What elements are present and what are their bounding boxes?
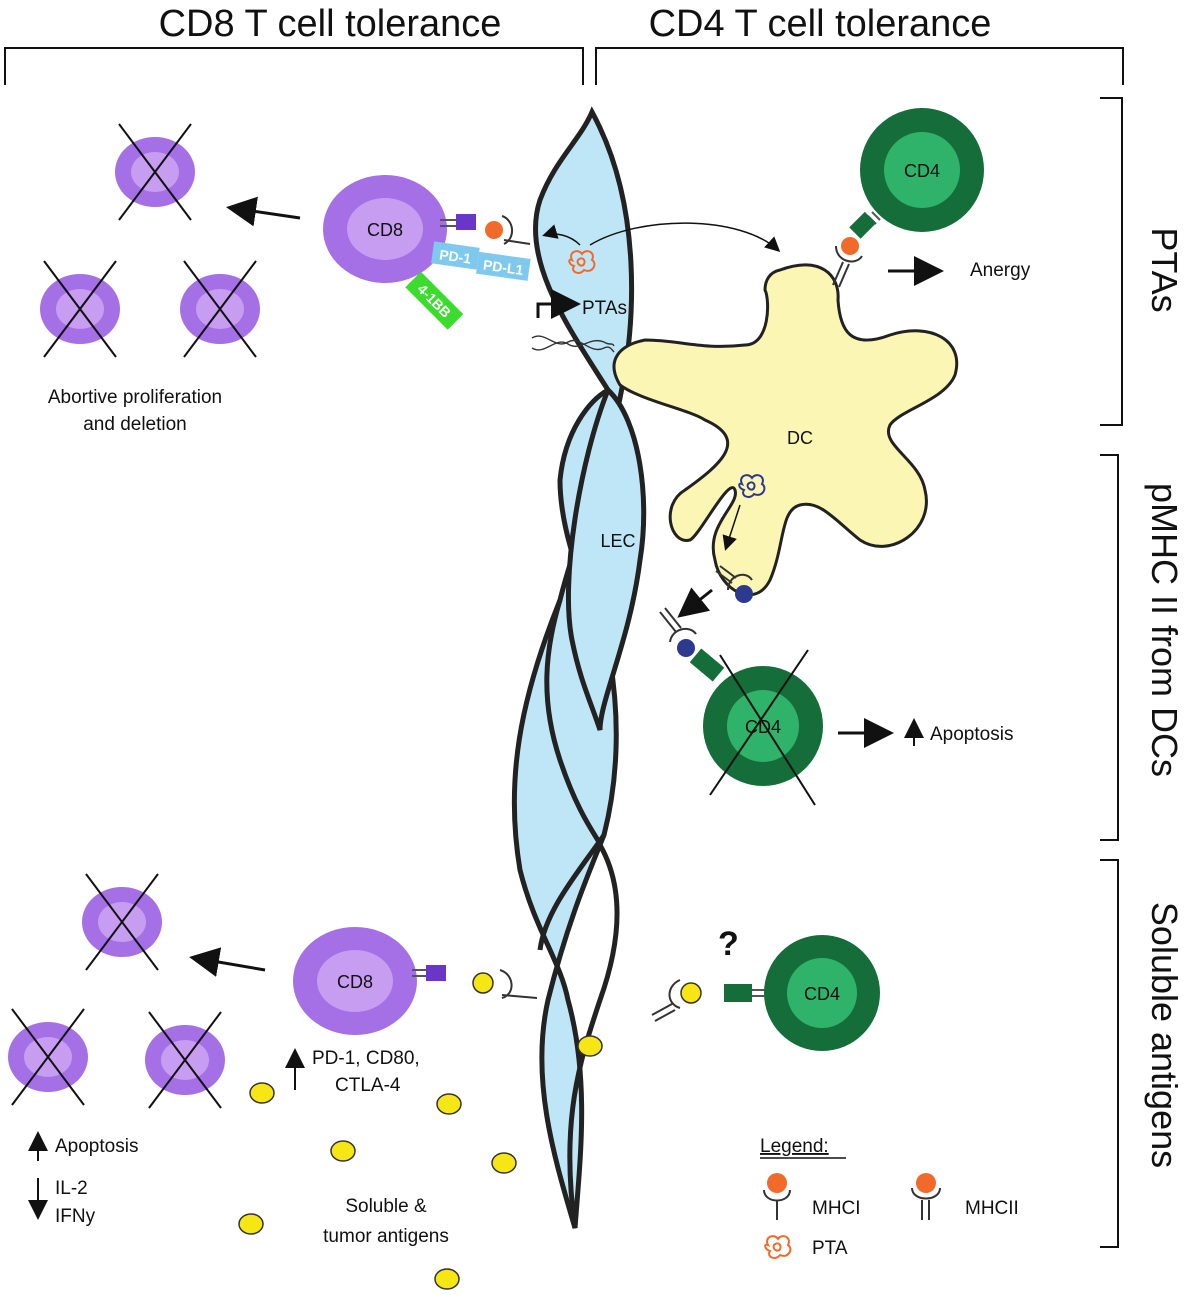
lec-strands <box>511 106 647 1229</box>
dead-cd8-cell <box>81 873 163 971</box>
cd8-header-bracket <box>4 47 584 85</box>
abortive-text-line2: and deletion <box>83 414 187 435</box>
cd4-cell-top <box>860 108 984 232</box>
dead-cd8-cell <box>179 260 261 358</box>
legend-mhcii-label: MHCII <box>965 1198 1019 1219</box>
cd8-label-bottom: CD8 <box>337 972 373 992</box>
transfer-arrow <box>677 587 713 618</box>
apoptosis-label-mid: Apoptosis <box>930 724 1013 745</box>
bottom-cd8-outcome-arrow <box>189 947 266 977</box>
dna-helix <box>531 335 615 353</box>
pd1-label: PD-1 <box>438 246 472 266</box>
tcr-icon-cd4-mid <box>689 648 725 682</box>
abortive-text-line1: Abortive proliferation <box>48 387 222 408</box>
antigen-orange-top <box>485 221 503 239</box>
soluble-section-label: Soluble antigens <box>1144 902 1185 1168</box>
cd8-label-top: CD8 <box>367 220 403 240</box>
mhci-bottom <box>499 969 513 999</box>
pta-to-mhci-arrow <box>542 224 581 246</box>
mhcii-lec <box>659 607 697 657</box>
mhcii-dc <box>715 565 753 603</box>
cd8-cell-top <box>323 175 447 283</box>
soluble-text-line1: Soluble & <box>345 1196 427 1217</box>
mhcii-lec-bottom <box>651 979 702 1022</box>
legend-mhcii-icon <box>911 1173 941 1220</box>
ifny-label: IFNy <box>55 1206 96 1227</box>
dead-cd8-cell <box>144 1011 226 1109</box>
question-mark: ? <box>718 925 739 963</box>
ptas-section-label: PTAs <box>1144 227 1185 312</box>
dc-internal-arrow <box>722 504 741 551</box>
cd4-label-mid: CD4 <box>745 717 781 737</box>
mhci-top <box>501 215 513 245</box>
cd4-header-bracket <box>595 47 1124 85</box>
tcr-icon-bottom <box>426 965 446 981</box>
legend-mhci-icon <box>763 1173 791 1220</box>
pmhc-section-label: pMHC II from DCs <box>1144 483 1185 777</box>
legend-mhci-label: MHCI <box>812 1198 861 1219</box>
pmhc-bracket <box>1100 454 1119 841</box>
cd4-cell-mid <box>703 649 823 806</box>
dead-cd8-cell <box>39 260 121 358</box>
ptas-bracket <box>1100 97 1123 426</box>
soluble-antigen <box>472 972 494 994</box>
ptas-gene-label: PTAs <box>582 298 627 319</box>
cd4-cell-bottom <box>764 935 880 1051</box>
apoptosis-label-bottom: Apoptosis <box>55 1136 138 1157</box>
legend-pta-label: PTA <box>812 1238 848 1259</box>
dead-cd8-cell <box>114 123 196 221</box>
pdl1-label: PD-L1 <box>482 257 524 279</box>
pta-to-dc-arrow <box>589 222 781 253</box>
top-cd8-outcome-arrow <box>226 196 301 227</box>
cd4-tolerance-header: CD4 T cell tolerance <box>649 3 992 45</box>
anergy-label: Anergy <box>970 260 1031 281</box>
legend-pta-icon <box>764 1235 792 1259</box>
legend-title: Legend: <box>760 1136 829 1157</box>
gene-expression-arrow <box>536 289 581 319</box>
tcr-icon-top <box>456 214 476 230</box>
cd8-cell-bottom <box>293 927 417 1035</box>
tcr-icon-cd4-top <box>849 211 877 239</box>
soluble-text-line2: tumor antigens <box>323 1226 449 1247</box>
dendritic-cell <box>612 263 959 597</box>
pd1-pdl1-pair: PD-1 PD-L1 <box>431 241 531 281</box>
markers-line2: CTLA-4 <box>335 1075 401 1096</box>
soluble-antigen-dots <box>238 1035 603 1290</box>
mhcii-dc-top <box>835 245 863 263</box>
dead-cd8-cell <box>7 1008 89 1106</box>
dc-label: DC <box>787 428 813 448</box>
cd4-label-top: CD4 <box>904 161 940 181</box>
cd4-label-bottom: CD4 <box>804 984 840 1004</box>
tcr-icon-cd4-bottom <box>724 984 752 1002</box>
cd8-tolerance-header: CD8 T cell tolerance <box>159 3 502 45</box>
il2-label: IL-2 <box>55 1178 88 1199</box>
markers-line1: PD-1, CD80, <box>312 1048 420 1069</box>
lec-label: LEC <box>600 531 635 551</box>
soluble-bracket <box>1100 859 1119 1248</box>
fourbb-receptor: 4-1BB <box>405 271 464 330</box>
antigen-orange-dc <box>841 237 859 255</box>
